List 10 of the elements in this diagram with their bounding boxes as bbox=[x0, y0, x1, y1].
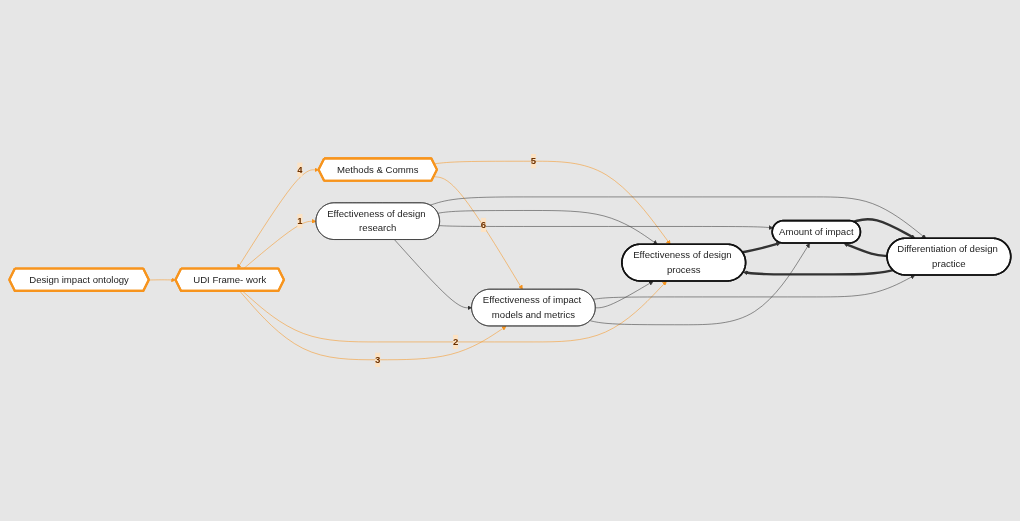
arrow bbox=[743, 269, 894, 276]
arrow bbox=[742, 241, 781, 254]
number-badge: 2 bbox=[452, 334, 459, 350]
arrow bbox=[853, 217, 916, 239]
number-badge: 4 bbox=[297, 162, 303, 177]
number-badge: 5 bbox=[530, 154, 537, 169]
arrow bbox=[843, 242, 888, 258]
number-badge: 1 bbox=[297, 213, 303, 229]
number-badge: 6 bbox=[480, 217, 487, 233]
number-badge: 3 bbox=[375, 352, 381, 367]
